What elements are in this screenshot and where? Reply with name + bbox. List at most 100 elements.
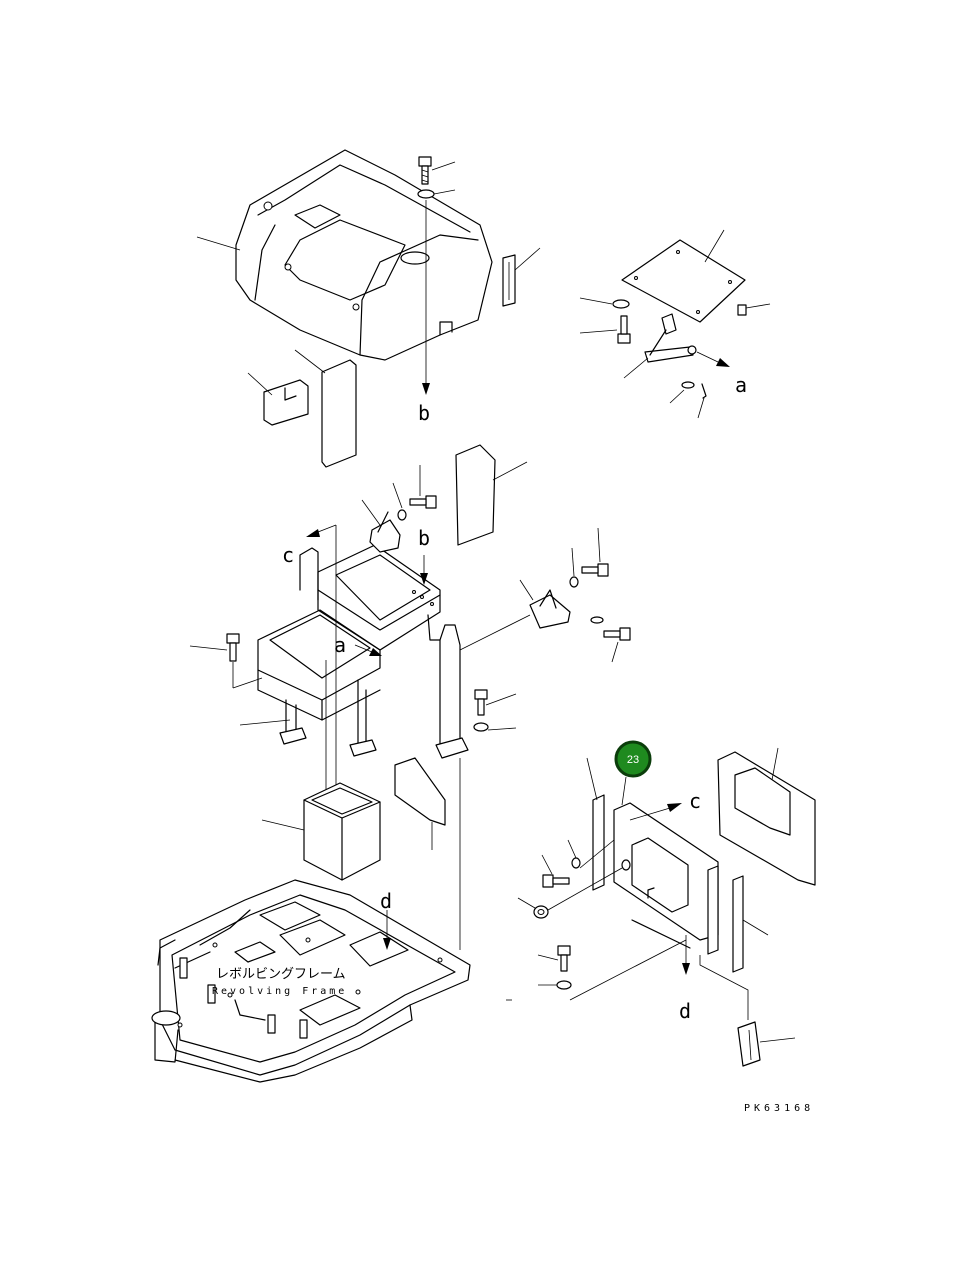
leader-line xyxy=(704,229,725,263)
label-c-mid: c xyxy=(282,543,294,567)
pin-part xyxy=(701,383,707,399)
arrow-icon xyxy=(716,358,730,367)
label-b-mid: b xyxy=(418,526,430,550)
leader-line xyxy=(571,547,575,577)
clip-part xyxy=(737,1021,761,1067)
leader-line xyxy=(261,819,305,831)
frame-label-en: Revolving Frame xyxy=(212,986,347,997)
screw-part xyxy=(737,304,747,316)
leader-line xyxy=(392,482,403,509)
bolt-part xyxy=(581,563,609,577)
assembly-line xyxy=(459,614,531,651)
bolt-part xyxy=(542,874,570,888)
strip-part xyxy=(707,865,719,955)
leader-line xyxy=(697,397,705,419)
assembly-line xyxy=(317,524,337,533)
strip-part xyxy=(732,875,744,973)
leader-line xyxy=(611,641,619,663)
link-part xyxy=(644,346,694,363)
washer-part xyxy=(590,616,604,624)
leader-line xyxy=(621,776,627,806)
leader-line xyxy=(537,954,559,961)
sheet-part xyxy=(394,757,446,826)
assembly-line xyxy=(696,351,719,363)
bolt-part xyxy=(418,156,432,185)
arrow-icon xyxy=(667,803,682,812)
leader-line xyxy=(431,161,456,171)
callout-marker[interactable]: 23 xyxy=(614,740,652,778)
leader-line xyxy=(579,297,613,305)
label-c-right: c xyxy=(689,789,701,813)
leader-line xyxy=(433,189,456,195)
side-panel-part xyxy=(321,359,357,468)
label-d-left: d xyxy=(380,889,392,913)
plate-part xyxy=(621,239,746,323)
assembly-line xyxy=(699,955,749,1020)
leader-line xyxy=(519,579,534,601)
bolt-part xyxy=(474,689,488,716)
washer-part xyxy=(397,509,407,521)
leader-line xyxy=(586,757,598,801)
leader-line xyxy=(771,747,779,781)
leader-line xyxy=(623,357,649,379)
leader-line xyxy=(579,329,618,334)
strip-part xyxy=(592,794,605,891)
bolt-part xyxy=(226,633,240,662)
arrow-icon xyxy=(369,648,382,656)
bracket-part xyxy=(661,313,677,335)
arrow-icon xyxy=(420,573,428,585)
bolt-part xyxy=(603,627,631,641)
assembly-line xyxy=(232,677,263,689)
hinge-bracket-part xyxy=(369,519,401,553)
leader-line xyxy=(669,389,685,404)
pad-part xyxy=(263,379,309,426)
leader-line xyxy=(492,461,528,481)
arrow-icon xyxy=(422,383,430,395)
washer-part xyxy=(612,299,630,309)
leader-line xyxy=(361,499,381,526)
arrow-icon xyxy=(383,938,391,950)
washer-part xyxy=(417,189,435,199)
callout-number: 23 xyxy=(627,754,639,766)
leader-line xyxy=(517,897,536,909)
washer-part xyxy=(473,722,489,732)
washer-part xyxy=(681,381,695,389)
assembly-line xyxy=(547,867,623,911)
leader-line xyxy=(196,236,241,251)
window-panel-part xyxy=(717,751,816,886)
leader-line xyxy=(567,839,577,859)
cushion-part xyxy=(455,444,496,546)
assembly-line xyxy=(579,839,615,869)
assembly-line xyxy=(629,807,671,821)
seat-cover-part xyxy=(235,149,493,361)
leader-line xyxy=(745,303,771,309)
bolt-part xyxy=(557,945,571,972)
seat-stand-frame xyxy=(257,544,469,759)
leader-line xyxy=(247,372,273,396)
assembly-line xyxy=(354,644,373,653)
leader-line xyxy=(541,854,553,875)
leader-line xyxy=(485,693,517,706)
washer-part xyxy=(571,857,581,869)
revolving-frame-part xyxy=(151,879,471,1083)
washer-part xyxy=(569,576,579,588)
arrow-icon xyxy=(682,963,690,975)
label-a-top: a xyxy=(735,373,747,397)
side-cover-part[interactable] xyxy=(613,802,719,949)
drawing-code: PK63168 xyxy=(744,1103,814,1114)
frame-label-jp: レボルビングフレーム xyxy=(216,967,346,982)
bolt-part xyxy=(617,315,631,344)
leader-line xyxy=(487,727,517,731)
leader-line xyxy=(597,527,601,563)
leader-line xyxy=(189,645,228,651)
hinge-bracket-part xyxy=(529,594,571,629)
washer-part xyxy=(556,980,572,990)
leader-line xyxy=(759,1037,796,1043)
bolt-part xyxy=(409,495,437,509)
leader-line xyxy=(294,349,326,374)
assembly-line xyxy=(569,939,687,1001)
label-a-mid: a xyxy=(334,633,346,657)
leader-line xyxy=(742,919,769,936)
arrow-icon xyxy=(306,529,320,537)
